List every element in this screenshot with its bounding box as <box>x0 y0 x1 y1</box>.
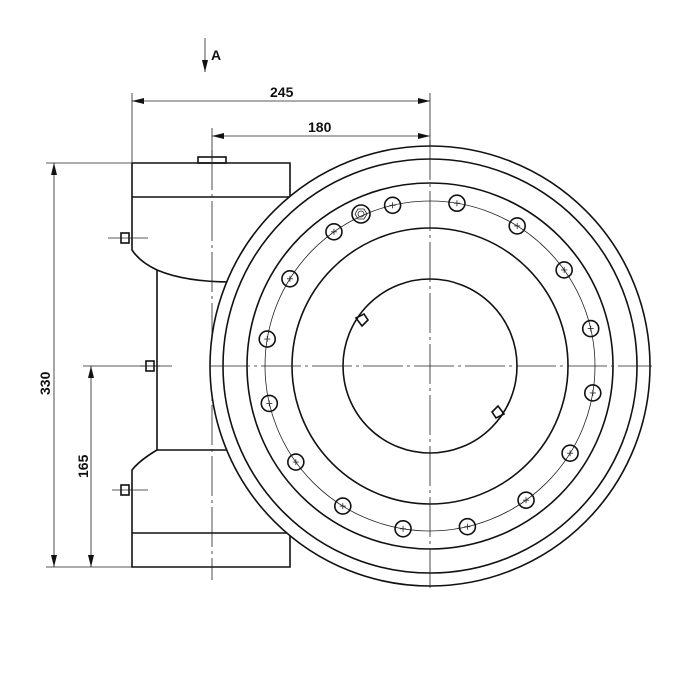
worm-housing <box>131 150 291 580</box>
dimension-label: 245 <box>270 84 294 100</box>
bolt-hole-icon <box>258 330 277 348</box>
view-label: A <box>211 47 221 63</box>
dimension-180: 180 <box>211 119 430 160</box>
bolt-hole-icon <box>325 223 343 241</box>
slewing-ring <box>209 140 652 592</box>
bolt-hole-icon <box>555 261 573 279</box>
dimension-label: 180 <box>308 119 332 135</box>
bolt-hole-icon <box>561 444 579 462</box>
view-arrow-a: A <box>202 38 221 72</box>
grease-fitting-icon <box>140 360 172 372</box>
grease-fitting-icon <box>112 484 148 496</box>
dimension-label: 165 <box>75 454 91 478</box>
dimension-label: 330 <box>37 371 53 395</box>
bolt-hole-icon <box>517 491 535 509</box>
inner-tab <box>354 312 370 328</box>
bolt-hole-icon <box>581 319 600 338</box>
grease-fitting-icon <box>108 232 148 244</box>
bolt-hole-icon <box>281 270 299 288</box>
bolt-hole-icon <box>583 384 602 402</box>
bolt-holes <box>258 194 602 538</box>
bolt-hole-icon <box>394 519 412 538</box>
bolt-hole-icon <box>448 194 466 213</box>
bolt-hole-icon <box>260 394 279 413</box>
grease-fittings <box>108 232 172 496</box>
bolt-hole-icon <box>383 196 402 215</box>
dimension-245: 245 <box>131 84 431 163</box>
bolt-hole-icon <box>334 497 352 515</box>
hex-plug-icon <box>351 204 371 224</box>
dimension-330: 330 <box>37 162 132 568</box>
bolt-hole-icon <box>287 453 305 471</box>
inner-tab <box>490 404 506 420</box>
dimension-165: 165 <box>75 365 160 567</box>
bolt-hole-icon <box>458 517 477 536</box>
bolt-hole-icon <box>508 217 526 235</box>
